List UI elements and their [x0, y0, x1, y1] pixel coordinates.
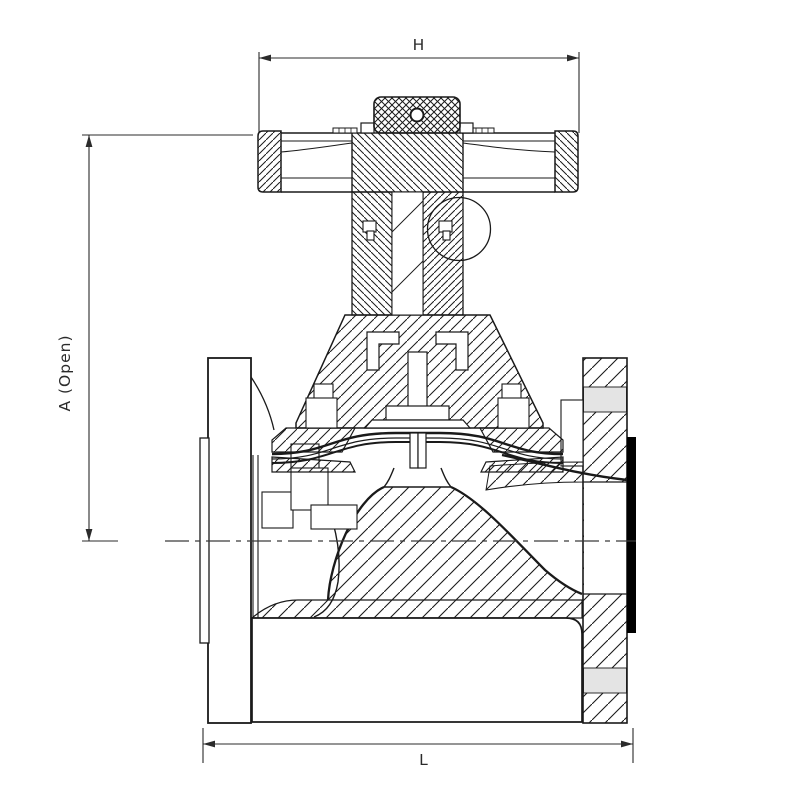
cap-pilot-hole — [409, 107, 425, 123]
bonnet-bolt-left — [313, 383, 334, 400]
compressor-stem — [407, 351, 428, 409]
body-clamp-left — [271, 456, 356, 473]
stem-clip-right — [438, 220, 453, 233]
a-extension-lines — [82, 134, 253, 542]
h-extension-lines — [258, 52, 580, 133]
arrow-left-icon — [259, 54, 271, 62]
dimension-l: L — [202, 728, 634, 769]
stem-cap — [360, 96, 474, 134]
handwheel-rim-right — [554, 130, 579, 193]
l-extension-lines — [202, 728, 634, 763]
body-bottom-skirt — [251, 617, 583, 723]
stem-band-left — [351, 191, 393, 316]
arrow-down-icon — [85, 529, 93, 541]
body-step-block — [290, 467, 329, 511]
compressor-base — [363, 419, 472, 429]
handwheel — [257, 127, 579, 193]
body-bottom-wall — [250, 599, 583, 619]
bonnet-clamp-left — [271, 427, 357, 453]
dimension-h-label: H — [413, 36, 426, 54]
weir-section — [328, 487, 582, 600]
bonnet-bolt-left — [305, 397, 338, 429]
compressor-foot — [385, 405, 450, 421]
body-step-block — [310, 504, 358, 530]
dimension-a-open: A (Open) — [56, 134, 253, 542]
liner-face-strip — [627, 437, 636, 633]
arrow-up-icon — [85, 135, 93, 147]
bonnet-bolt-right — [497, 397, 530, 429]
stem-band-right — [422, 191, 464, 316]
detail-circle — [426, 196, 492, 262]
valve-body — [250, 399, 628, 723]
body-clamp-right — [480, 456, 564, 473]
handwheel-rim-left — [257, 130, 282, 193]
arrow-left-icon — [203, 740, 215, 748]
cap-ear-left — [360, 122, 375, 134]
dimension-h: H — [258, 36, 580, 133]
cap-ear-right — [459, 122, 474, 134]
diaphragm-stud — [417, 432, 427, 469]
handwheel-spokes-right — [462, 140, 556, 179]
dimension-a-label: A (Open) — [56, 334, 74, 411]
right-body-flange-block — [560, 399, 584, 467]
handwheel-spokes-left — [280, 140, 353, 179]
stem-clip-left — [366, 230, 375, 241]
arrow-right-icon — [621, 740, 633, 748]
left-flange-hub-line — [250, 376, 275, 431]
compressor-right — [435, 331, 469, 371]
body-step-block — [261, 491, 294, 529]
arrow-right-icon — [567, 54, 579, 62]
compressor-left — [366, 331, 400, 371]
stem — [351, 132, 464, 316]
stem-clip-left — [362, 220, 377, 233]
diaphragm-stud — [409, 432, 419, 469]
right-flange-bore — [584, 482, 627, 594]
bolt-hole-band-bottom — [583, 667, 627, 694]
weir-left-flank — [326, 485, 385, 601]
stem-hub — [351, 132, 464, 193]
bonnet-bolt-right — [501, 383, 522, 400]
bonnet — [271, 314, 564, 453]
dimension-l-label: L — [419, 751, 429, 769]
bolt-hole-band-top — [583, 386, 627, 413]
stem-clip-right — [442, 230, 451, 241]
bonnet-clamp-right — [478, 427, 564, 453]
weir-right-flank — [450, 485, 583, 596]
stem-core — [391, 191, 424, 316]
